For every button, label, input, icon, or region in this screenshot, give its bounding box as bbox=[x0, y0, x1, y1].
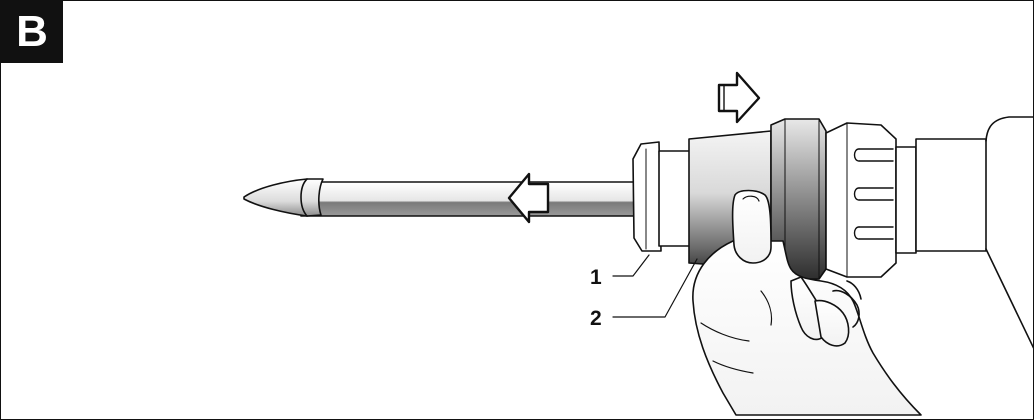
nose-cap bbox=[632, 141, 662, 252]
locking-collar bbox=[658, 150, 692, 247]
callout-leader-1 bbox=[612, 254, 650, 277]
figure-label: B bbox=[16, 7, 48, 56]
hand bbox=[692, 189, 922, 416]
machine-housing bbox=[915, 138, 987, 252]
chisel-shaft bbox=[300, 181, 638, 217]
callout-leader-2 bbox=[612, 258, 698, 318]
arrow-left-icon bbox=[507, 172, 550, 224]
callout-part-2: 2 bbox=[590, 307, 602, 330]
chuck-ribs bbox=[853, 148, 894, 240]
chuck-spacer bbox=[895, 146, 917, 254]
arrow-right-icon bbox=[717, 71, 761, 124]
callout-part-1: 1 bbox=[590, 266, 602, 289]
chisel-tip bbox=[243, 178, 324, 217]
figure-label-badge: B bbox=[1, 1, 63, 63]
